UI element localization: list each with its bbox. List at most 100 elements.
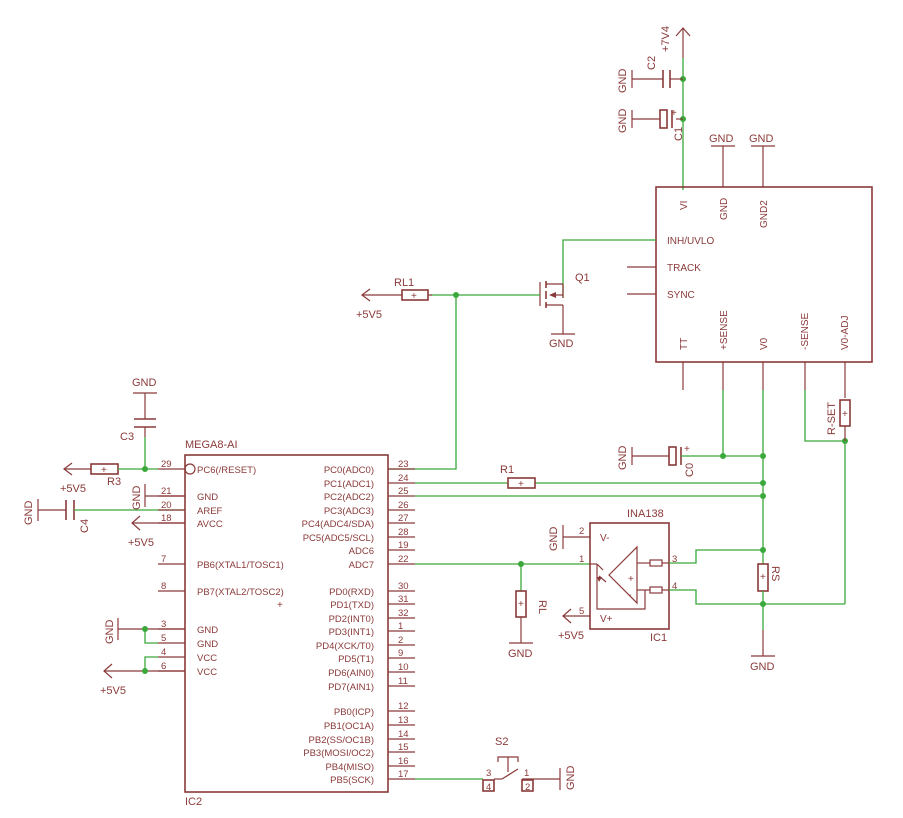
reset-inversion-icon (184, 463, 196, 475)
c1-plus: + (671, 108, 677, 119)
reg-pin-inh: INH/UVLO (667, 236, 714, 247)
ic2-label: IC2 (185, 796, 202, 808)
supply-vcc-label: +5V5 (100, 685, 126, 697)
mcu-right-pin-name: PD7(AIN1) (328, 682, 374, 693)
mcu-right-pin-number: 28 (398, 527, 409, 538)
gnd-label-s2: GND (565, 766, 577, 791)
ina138-amplifier: INA138 IC1 V- V+ 2 GND 5 +5V5 1 + - 3 4 (548, 508, 677, 644)
ina-pin3-num: 3 (672, 554, 677, 565)
q1-label: Q1 (575, 272, 590, 284)
mcu-right-pin-number: 14 (398, 729, 409, 740)
mcu-right-pin-name: PD2(INT0) (329, 614, 374, 625)
gnd-label-ina: GND (548, 527, 560, 552)
reg-pin-psense: +SENSE (719, 310, 730, 350)
c0-plus: + (684, 444, 690, 455)
supply-7v4-arrow-icon (675, 27, 691, 37)
s2-pin3: 3 (486, 768, 491, 779)
mcu-left-pin-name: VCC (197, 653, 217, 664)
mcu-right-pin-number: 17 (398, 769, 409, 780)
mcu-right-pin-number: 25 (398, 486, 409, 497)
gnd-label-c4: GND (23, 501, 35, 526)
mcu-right-pin-number: 9 (398, 648, 403, 659)
mcu-right-pin-number: 31 (398, 594, 409, 605)
mcu-left-pin-number: 21 (161, 486, 172, 497)
resistor-rs: + GND RS (750, 550, 781, 673)
r1-label: R1 (500, 464, 514, 476)
gnd-label-reg2: GND (749, 133, 774, 145)
mcu-left-pin-number: 4 (161, 647, 166, 658)
mcu-right-pin-name: PD1(TXD) (330, 600, 374, 611)
gnd-label-c3: GND (132, 377, 157, 389)
s2-label: S2 (495, 736, 508, 748)
mcu-right-pin-number: 15 (398, 742, 409, 753)
mcu-right-pin-number: 2 (398, 635, 403, 646)
mcu-left-pin-number: 5 (161, 633, 166, 644)
mcu-right-pin-number: 23 (398, 459, 409, 470)
supply-7v4-group: +7V4 (660, 26, 691, 58)
ina-plus: + (628, 574, 634, 585)
supply-7v4-label: +7V4 (660, 26, 672, 52)
rl1-label: RL1 (394, 277, 414, 289)
gnd-label-c1: GND (617, 109, 629, 134)
mcu-left-pin-number: 20 (161, 500, 172, 511)
mcu-left-pin-number: 29 (161, 459, 172, 470)
mcu-left-pin-name: PC6(/RESET) (197, 465, 256, 476)
reg-pin-nsense: -SENSE (800, 312, 811, 350)
supply-r3-label: +5V5 (60, 483, 86, 495)
ina138-outline (589, 522, 670, 630)
rl1-plus: + (411, 291, 417, 302)
capacitor-c2: GND C2 (617, 56, 683, 93)
reg-pin-track: TRACK (667, 263, 701, 274)
resistor-r1: + R1 (500, 464, 536, 490)
supply-rl1-label: +5V5 (356, 309, 382, 321)
mcu-right-pin-number: 10 (398, 662, 409, 673)
mcu-right-pin-name: PD5(T1) (338, 654, 374, 665)
ina-pin5-num: 5 (579, 606, 584, 617)
mcu-right-pin-name: PC3(ADC3) (324, 506, 374, 517)
ic1-label: IC1 (650, 632, 667, 644)
gnd-label-c2: GND (617, 69, 629, 94)
mcu-right-pin-number: 19 (398, 540, 409, 551)
rl-label: RL (536, 600, 548, 614)
mcu-left-pin-number: 6 (161, 661, 166, 672)
capacitor-c4: GND C4 (23, 499, 185, 533)
mcu-left-pin-number: 8 (161, 581, 166, 592)
resistor-rl1: + RL1 +5V5 (356, 277, 432, 321)
mcu-right-pin-name: PB4(MISO) (325, 762, 374, 773)
mcu-right-pin-name: PC0(ADC0) (324, 465, 374, 476)
gnd-label-rs: GND (750, 661, 775, 673)
s2-pin2: 2 (525, 782, 530, 793)
mcu-right-pin-name: PC1(ADC1) (324, 479, 374, 490)
mcu-right-pin-number: 26 (398, 500, 409, 511)
mcu-right-pin-name: PB3(MOSI/OC2) (303, 748, 374, 759)
mcu-right-pin-number: 16 (398, 756, 409, 767)
mcu-right-pin-name: PD6(AIN0) (328, 668, 374, 679)
rset-label: R-SET (826, 402, 838, 435)
mcu-right-pin-name: PD0(RXD) (329, 587, 374, 598)
c4-label: C4 (79, 519, 91, 533)
resistor-r3: + R3 +5V5 (60, 462, 158, 495)
mcu-left-pin-number: 7 (161, 554, 166, 565)
ina-pin2-num: 2 (579, 526, 584, 537)
capacitor-c3: GND C3 (120, 377, 157, 469)
rl-plus: + (518, 599, 524, 610)
c1-label: C1 (673, 127, 685, 141)
mcu-right-pin-number: 1 (398, 621, 403, 632)
mcu-right-pin-number: 13 (398, 715, 409, 726)
mcu-left-pin-number: 18 (161, 513, 172, 524)
gnd-label-reg: GND (709, 133, 734, 145)
ina-pin-vp: V+ (600, 614, 613, 625)
resistor-rset: + R-SET (826, 399, 851, 441)
mcu-left-pins: 29PC6(/RESET)21GND20AREF18AVCC7PB6(XTAL1… (158, 459, 284, 678)
rs-label: RS (769, 566, 781, 581)
supply-avcc-label: +5V5 (128, 537, 154, 549)
s2-pin4: 4 (486, 782, 491, 793)
gnd-label-c0: GND (617, 446, 629, 471)
mcu-right-pin-number: 22 (398, 554, 409, 565)
mcu-left-pin-name: PB7(XTAL2/TOSC2) (197, 587, 284, 598)
reg-pin-tt: TT (679, 338, 690, 350)
ina-pin-vm: V- (600, 533, 609, 544)
r3-label: R3 (107, 476, 121, 488)
mcu-outline (184, 454, 389, 793)
